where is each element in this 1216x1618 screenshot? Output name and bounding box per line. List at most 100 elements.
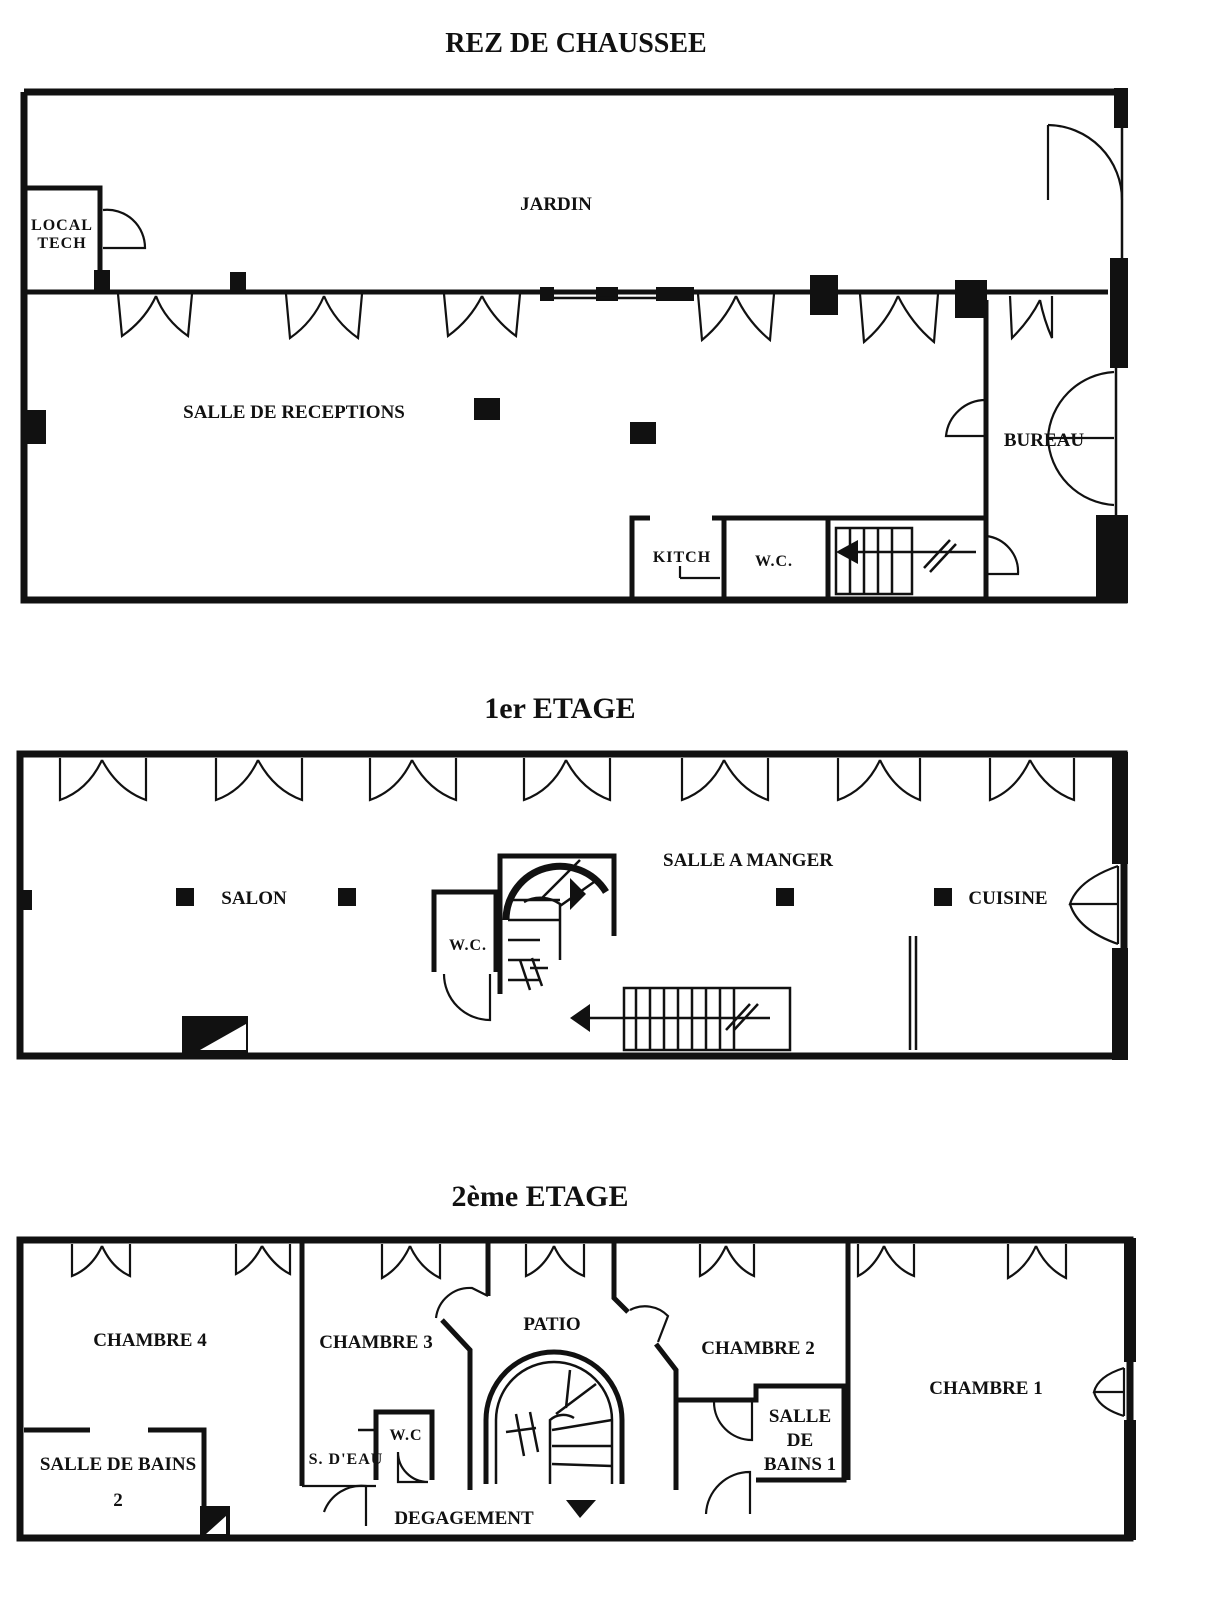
chambre3-door (434, 1286, 489, 1319)
pillar (20, 890, 32, 910)
wc-door (396, 1451, 429, 1484)
room-label-kitch: KITCH (653, 549, 711, 566)
garden-gate-door (1046, 123, 1124, 201)
second-floor-title: 2ème ETAGE (452, 1180, 629, 1213)
salle-de-bains1-wall (676, 1383, 847, 1483)
room-label-salle-de-bains2-number: 2 (113, 1490, 123, 1511)
room-label-bureau: BUREAU (1004, 430, 1085, 451)
room-label-wc: W.C. (449, 937, 487, 954)
ground-staircase (834, 526, 1020, 596)
main-staircase (570, 986, 792, 1052)
french-window-door (836, 758, 922, 802)
spiral-staircase (497, 853, 617, 994)
room-label-wc: W.C (389, 1427, 422, 1444)
french-window-door (234, 1244, 292, 1276)
room-label-local-tech-1: LOCAL (31, 217, 93, 234)
pillar (1114, 88, 1128, 128)
salle-de-bains2-block (200, 1506, 230, 1538)
french-window-door (116, 293, 194, 338)
french-window-door (380, 1244, 442, 1280)
pillar (1124, 1238, 1136, 1362)
french-window-door (368, 758, 458, 802)
room-label-salle-de-bains2: SALLE DE BAINS (40, 1454, 196, 1475)
patio-wall-right (611, 1240, 630, 1314)
chambre2-door (629, 1305, 670, 1343)
salle-de-bains2-wall (24, 1427, 207, 1538)
french-window-door (988, 758, 1076, 802)
room-label-chambre1: CHAMBRE 1 (929, 1378, 1042, 1399)
first-floor-title: 1er ETAGE (484, 692, 635, 725)
room-label-salle-a-manger: SALLE A MANGER (663, 850, 833, 871)
first-floor-plan: 1er ETAGE (16, 692, 1128, 1060)
pillar (630, 422, 656, 444)
bureau-window-door (1046, 370, 1115, 507)
room-label-jardin: JARDIN (520, 194, 592, 215)
ground-floor-title: REZ DE CHAUSSEE (445, 28, 706, 59)
pillar (1112, 752, 1128, 864)
room-label-salle-de-bains1-a: SALLE (769, 1406, 831, 1427)
pillar (94, 270, 110, 292)
french-window-door (696, 293, 776, 343)
french-window-door (1008, 295, 1054, 341)
chambre1-window-door (1092, 1366, 1126, 1418)
cuisine-window-door (1068, 864, 1120, 946)
french-window-door (214, 758, 304, 802)
pillar (176, 888, 194, 906)
room-label-salle-de-bains1-b: DE (787, 1430, 813, 1451)
kitch-wall (629, 515, 650, 600)
french-window-door (858, 293, 940, 345)
pillar (1124, 1420, 1136, 1540)
room-label-chambre3: CHAMBRE 3 (319, 1332, 432, 1353)
pillar (1112, 948, 1128, 1060)
french-window-door (680, 758, 770, 802)
second-floor-plan: 2ème ETAGE (16, 1180, 1136, 1542)
room-label-chambre2: CHAMBRE 2 (701, 1338, 814, 1359)
french-window-door (1006, 1244, 1068, 1280)
pillar (810, 275, 838, 315)
room-label-salle-de-bains1-c: BAINS 1 (764, 1454, 836, 1475)
local-tech-wall (24, 185, 103, 290)
local-tech-door (102, 208, 147, 250)
french-window-door (442, 293, 522, 339)
wc-wall (431, 889, 499, 972)
ground-outer-wall-top (24, 88, 1128, 128)
ground-outer-wall (20, 92, 1128, 604)
wc-door (442, 973, 492, 1022)
degagement-door (322, 1484, 368, 1526)
pillar (955, 280, 987, 318)
wc-wall (373, 1409, 435, 1480)
pillar (1110, 258, 1128, 368)
room-label-degagement: DEGAGEMENT (394, 1508, 534, 1529)
room-label-salle-receptions: SALLE DE RECEPTIONS (183, 402, 405, 423)
pillar (24, 410, 46, 444)
french-window-door (698, 1244, 756, 1278)
kitch-door (678, 566, 720, 580)
room-label-wc: W.C. (755, 553, 793, 570)
pillar (230, 272, 246, 292)
patio-spiral-staircase (483, 1349, 625, 1518)
room-label-cuisine: CUISINE (968, 888, 1047, 909)
pillar (776, 888, 794, 906)
closet-door (712, 1401, 754, 1442)
pillar (338, 888, 356, 906)
room-label-chambre4: CHAMBRE 4 (93, 1330, 207, 1351)
french-window-door (284, 293, 364, 340)
french-window-door (58, 758, 148, 802)
pillar (656, 287, 694, 301)
room-label-salon: SALON (221, 888, 287, 909)
fireplace (182, 1016, 248, 1054)
french-window-door (856, 1244, 916, 1278)
bath-door (704, 1470, 752, 1515)
french-window-door (524, 1244, 586, 1278)
room-label-local-tech-2: TECH (37, 235, 86, 252)
pillar (934, 888, 952, 906)
french-window-door (522, 758, 612, 802)
french-window-door (70, 1244, 132, 1278)
pillar (1096, 515, 1128, 603)
pillar (540, 287, 554, 301)
patio-walls (440, 1318, 679, 1490)
room-label-s-eau: S. D'EAU (309, 1451, 384, 1468)
pillar (474, 398, 500, 420)
bureau-door (944, 398, 987, 438)
